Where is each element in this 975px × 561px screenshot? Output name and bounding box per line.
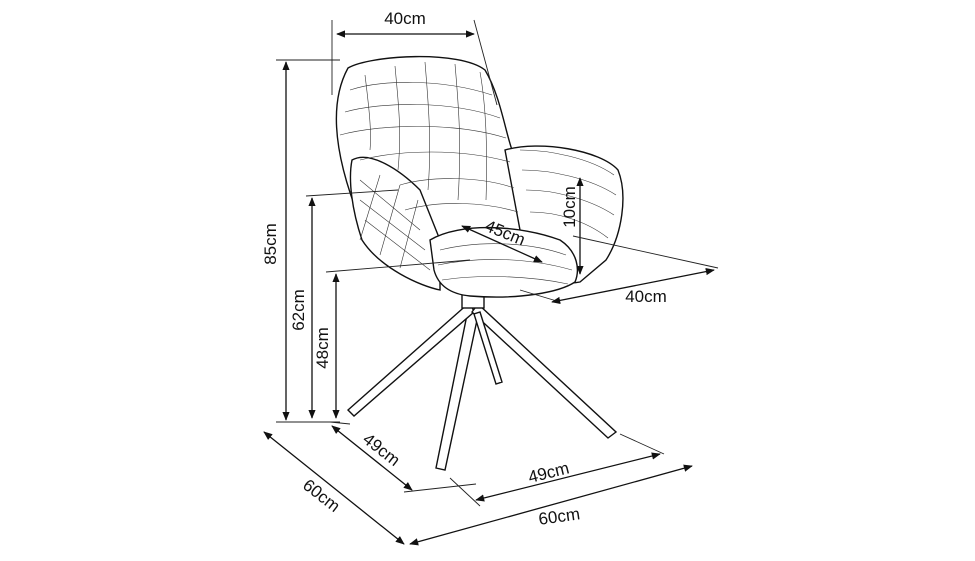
top-width-label: 40cm <box>384 9 426 28</box>
dimension-lines <box>263 19 719 546</box>
footprint-depth-label: 60cm <box>299 475 343 516</box>
footprint-width-label: 60cm <box>537 504 581 529</box>
seat-height-label: 48cm <box>313 327 332 369</box>
base-width-label: 49cm <box>526 458 571 486</box>
total-height-label: 85cm <box>261 223 280 265</box>
seat-width-label: 40cm <box>625 287 667 306</box>
armrest-above-seat-label: 10cm <box>560 186 579 228</box>
base-depth-label: 49cm <box>359 429 403 470</box>
chair-base <box>346 293 618 471</box>
armrest-height-label: 62cm <box>289 289 308 331</box>
